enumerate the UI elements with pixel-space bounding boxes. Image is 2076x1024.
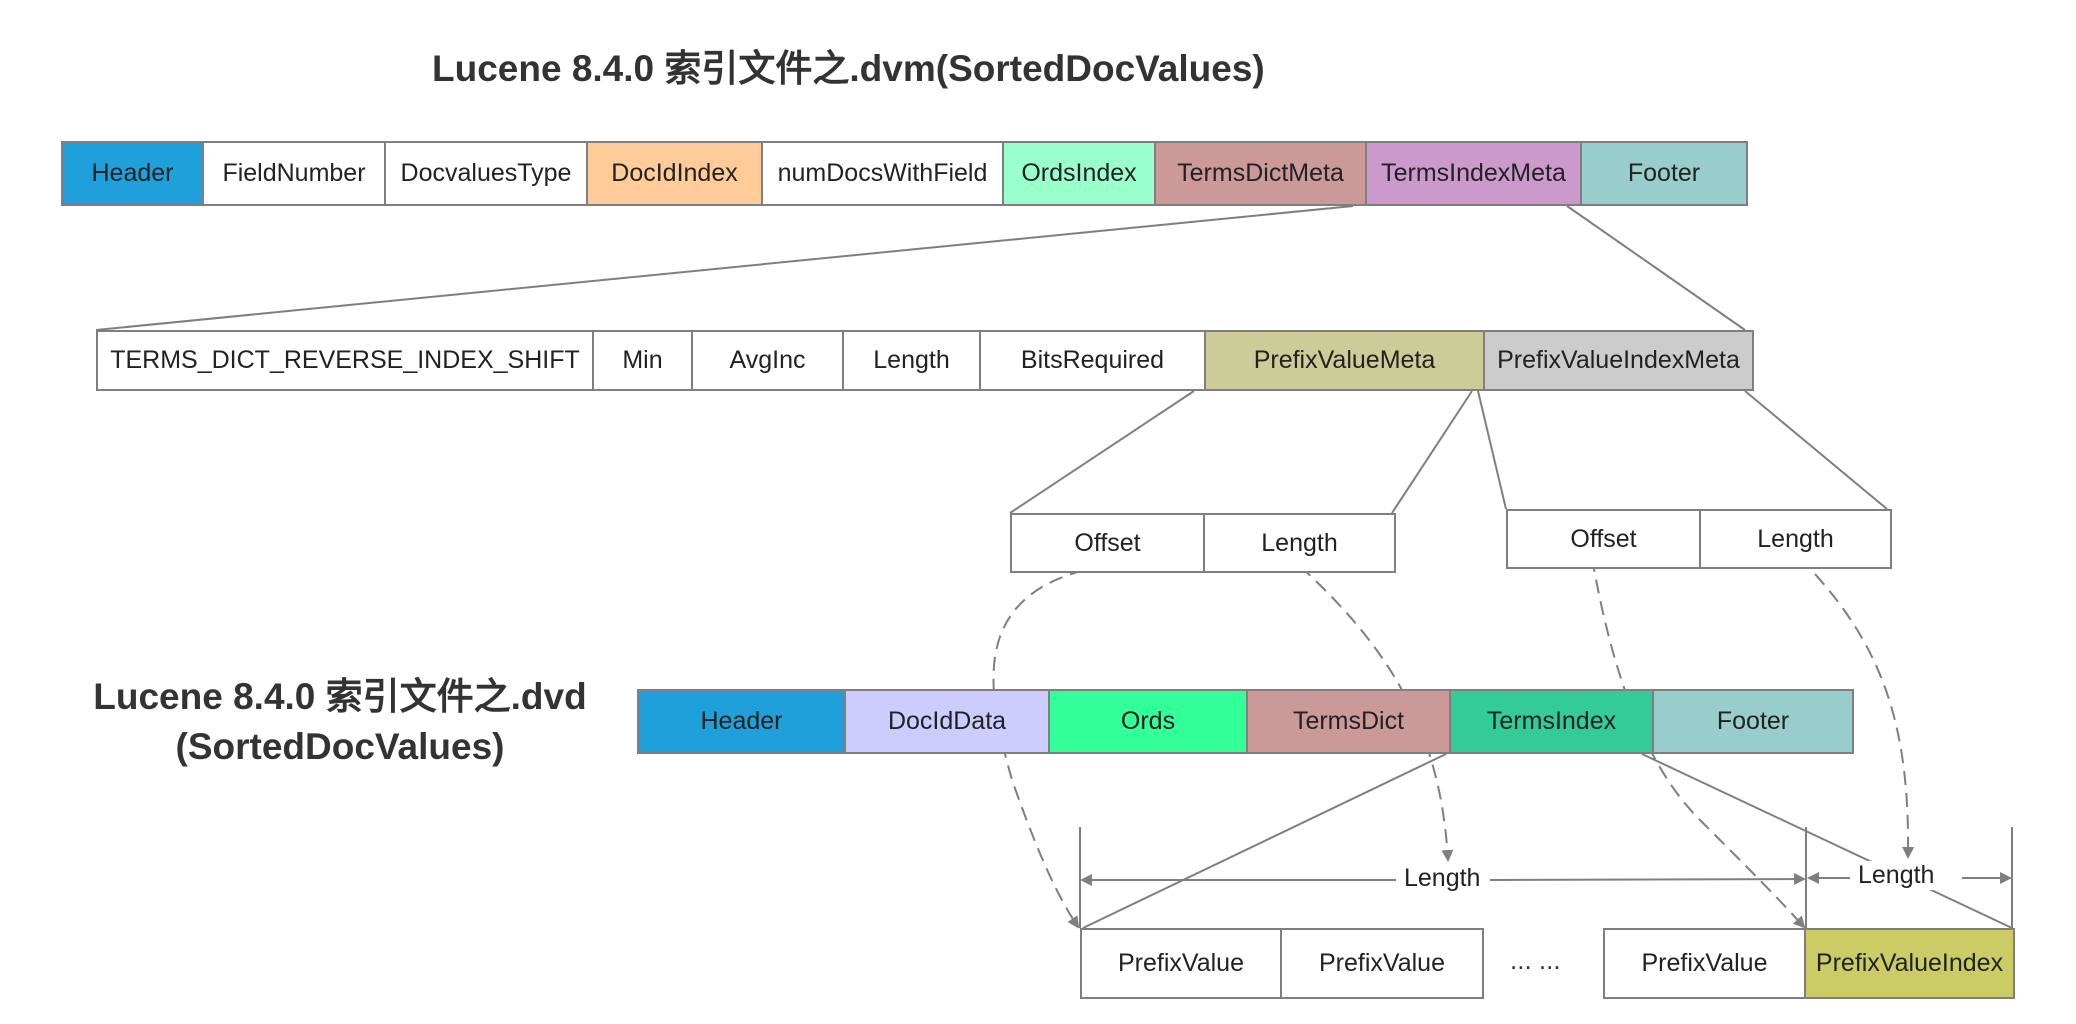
expand-line [95, 205, 1354, 331]
prefix-value-meta-row-cell-length: Length [1203, 513, 1396, 573]
expand-line [1566, 205, 1746, 331]
expand-line [1009, 390, 1195, 514]
dvm-row-cell-docidindex: DocIdIndex [586, 141, 763, 206]
dvm-row-cell-ordsindex: OrdsIndex [1002, 141, 1156, 206]
dvm-row-cell-termsindexmeta: TermsIndexMeta [1365, 141, 1582, 206]
expand-line [1744, 390, 1888, 510]
dashed-pointer [1799, 557, 1915, 859]
dvm-title: Lucene 8.4.0 索引文件之.dvm(SortedDocValues) [432, 48, 1265, 89]
dvm-row-cell-fieldnumber: FieldNumber [202, 141, 386, 206]
terms-index-meta-row-cell-bitsrequired: BitsRequired [979, 330, 1206, 391]
terms-index-meta-row-cell-length: Length [842, 330, 981, 391]
dvm-row-cell-header: Header [61, 141, 204, 206]
dvd-row-cell-footer: Footer [1652, 689, 1854, 754]
expand-line [1082, 753, 1447, 929]
dvd-title-line2: (SortedDocValues) [175, 726, 505, 767]
expand-line [1391, 390, 1473, 514]
terms-index-row-left-cell-prefixvalue: PrefixValue [1080, 928, 1282, 999]
prefix-value-meta-row-cell-offset: Offset [1010, 513, 1205, 573]
dvd-title-line1: Lucene 8.4.0 索引文件之.dvd [93, 676, 587, 717]
prefix-value-index-meta-row-cell-offset: Offset [1506, 509, 1701, 569]
dvm-row-cell-termsdictmeta: TermsDictMeta [1154, 141, 1367, 206]
terms-index-meta-row-cell-terms-dict-reverse-index-shift: TERMS_DICT_REVERSE_INDEX_SHIFT [96, 330, 594, 391]
ellipsis: ... ... [1510, 945, 1561, 975]
terms-index-meta-row-cell-prefixvaluemeta: PrefixValueMeta [1204, 330, 1485, 391]
dvd-row-cell-header: Header [637, 689, 846, 754]
dvd-row-cell-dociddata: DocIdData [844, 689, 1050, 754]
dvd-title: Lucene 8.4.0 索引文件之.dvd (SortedDocValues) [50, 672, 630, 772]
terms-index-meta-row-cell-min: Min [592, 330, 693, 391]
expand-line [1477, 390, 1507, 510]
dvd-row-cell-termsdict: TermsDict [1246, 689, 1451, 754]
expand-line [1641, 753, 2013, 929]
terms-index-meta-row-cell-prefixvalueindexmeta: PrefixValueIndexMeta [1483, 330, 1754, 391]
dvm-row-cell-docvaluestype: DocvaluesType [384, 141, 588, 206]
length-label-right: Length [1850, 861, 1943, 890]
dvm-row-cell-footer: Footer [1580, 141, 1748, 206]
length-label-left: Length [1396, 864, 1489, 893]
dvd-row-cell-ords: Ords [1048, 689, 1248, 754]
terms-index-row-right-cell-prefixvalue: PrefixValue [1603, 928, 1806, 999]
dvm-row-cell-numdocswithfield: numDocsWithField [761, 141, 1004, 206]
dvd-row-cell-termsindex: TermsIndex [1449, 689, 1654, 754]
terms-index-meta-row-cell-avginc: AvgInc [691, 330, 844, 391]
terms-index-row-right-cell-prefixvalueindex: PrefixValueIndex [1804, 928, 2015, 999]
terms-index-row-left-cell-prefixvalue: PrefixValue [1280, 928, 1484, 999]
length-arrow [1489, 873, 1806, 886]
dashed-pointer [1591, 557, 1806, 929]
dashed-pointer [1299, 565, 1454, 862]
prefix-value-index-meta-row-cell-length: Length [1699, 509, 1892, 569]
